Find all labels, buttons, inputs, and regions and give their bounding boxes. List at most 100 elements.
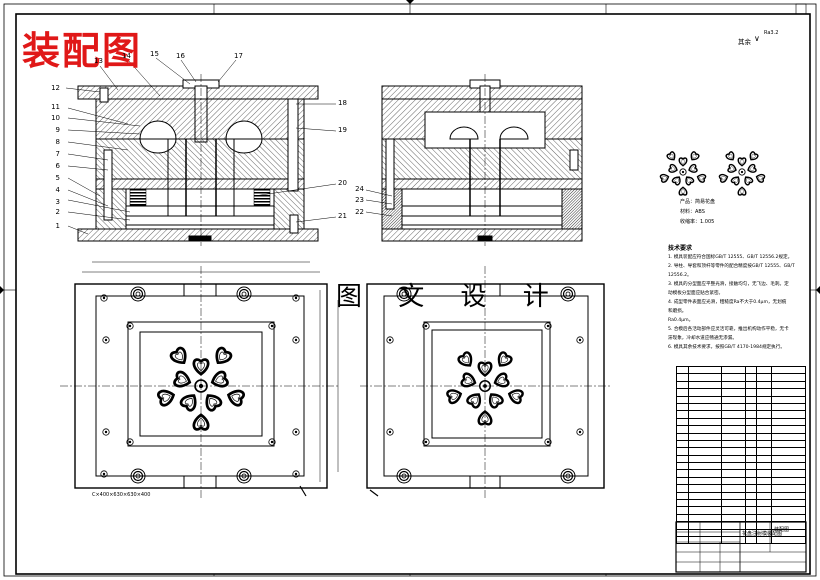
- bom-cell: [756, 439, 773, 449]
- balloon-9: 9: [55, 126, 60, 134]
- technical-requirements: 技术要求 1. 模具装配应符合国标GB/T 12555、GB/T 12556.2…: [668, 244, 804, 352]
- bom-row: [676, 462, 806, 471]
- balloon-24: 24: [355, 185, 364, 193]
- front-section-view: [77, 74, 319, 246]
- bom-cell: [676, 462, 689, 471]
- bom-cell: [721, 491, 746, 501]
- tech-req-line: 5. 合模后各活动部件应灵活可靠，推出机构动作平稳，无卡: [668, 327, 789, 332]
- bom-cell: [744, 454, 758, 464]
- bom-cell: [756, 417, 773, 427]
- bom-cell: [771, 395, 806, 404]
- bom-cell: [771, 469, 806, 478]
- bom-cell: [744, 447, 758, 456]
- bom-cell: [721, 521, 746, 530]
- bom-row: [676, 476, 806, 486]
- bom-cell: [756, 395, 773, 404]
- bom-row: [676, 513, 806, 523]
- bom-cell: [756, 476, 773, 486]
- top-right-tick: [795, 3, 807, 15]
- drawing-title: 装配图: [22, 28, 143, 73]
- bom-cell: [744, 402, 758, 412]
- balloon-14: 14: [122, 52, 131, 60]
- bom-cell: [676, 365, 689, 375]
- bom-cell: [676, 373, 689, 382]
- bom-cell: [687, 491, 723, 501]
- bom-cell: [771, 373, 806, 382]
- bom-cell: [721, 388, 746, 397]
- bom-cell: [771, 425, 806, 434]
- balloon-21: 21: [338, 212, 347, 220]
- bom-cell: [721, 402, 746, 412]
- bom-cell: [771, 484, 806, 493]
- bom-cell: [744, 462, 758, 471]
- bom-cell: [756, 506, 773, 515]
- bom-cell: [756, 447, 773, 456]
- bom-cell: [756, 432, 773, 441]
- bom-cell: [687, 388, 723, 397]
- title-block-code: 装配图: [774, 527, 790, 533]
- bom-cell: [676, 432, 689, 441]
- bom-cell: [721, 373, 746, 382]
- bom-cell: [676, 439, 689, 449]
- bom-cell: [687, 432, 723, 441]
- tech-req-line: 2. 导柱、导套和顶杆等零件的配合精度按GB/T 12555、GB/T: [668, 264, 795, 269]
- balloon-5: 5: [55, 174, 60, 182]
- bom-cell: [756, 365, 773, 375]
- bom-cell: [721, 535, 746, 545]
- bom-cell: [687, 365, 723, 375]
- tech-req-line: 6. 模具其余技术要求，按照GB/T 4170-1984规定执行。: [668, 345, 785, 350]
- bom-cell: [676, 402, 689, 412]
- tech-req-title: 技术要求: [668, 245, 693, 252]
- bom-cell: [744, 521, 758, 530]
- bom-cell: [676, 513, 689, 523]
- bom-cell: [756, 521, 773, 530]
- bom-cell: [676, 425, 689, 434]
- bom-cell: [721, 484, 746, 493]
- title-block-drawing-name: 花盘注射模装配图: [742, 531, 783, 537]
- bom-cell: [676, 528, 689, 538]
- balloon-15: 15: [150, 50, 159, 58]
- bom-row: [676, 425, 806, 434]
- part-info-shrinkage: 收缩率：1.005: [680, 219, 715, 225]
- balloon-6: 6: [55, 162, 60, 170]
- balloon-18: 18: [338, 99, 347, 107]
- bom-cell: [687, 513, 723, 523]
- tech-req-line: 1. 模具装配应符合国标GB/T 12555、GB/T 12556.2规定。: [668, 255, 793, 260]
- bom-cell: [771, 462, 806, 471]
- bom-cell: [687, 410, 723, 419]
- tech-req-line: 动模板分型面应贴合紧密。: [668, 291, 724, 296]
- bom-cell: [771, 439, 806, 449]
- bom-cell: [721, 439, 746, 449]
- side-view-leaders: [365, 189, 393, 217]
- bom-cell: [756, 535, 773, 545]
- bom-cell: [756, 373, 773, 382]
- bom-cell: [676, 388, 689, 397]
- bom-cell: [687, 521, 723, 530]
- bom-cell: [676, 410, 689, 419]
- bom-cell: [676, 484, 689, 493]
- bom-row: [676, 373, 806, 382]
- bom-cell: [676, 521, 689, 530]
- balloon-1: 1: [55, 222, 60, 230]
- bom-cell: [721, 365, 746, 375]
- bom-cell: [744, 513, 758, 523]
- bom-cell: [676, 454, 689, 464]
- roughness-label: 其余: [738, 38, 751, 46]
- bom-cell: [744, 417, 758, 427]
- bom-cell: [721, 513, 746, 523]
- bom-cell: [687, 425, 723, 434]
- bom-cell: [756, 454, 773, 464]
- bom-row: [676, 380, 806, 390]
- balloon-19: 19: [338, 126, 347, 134]
- bom-row: [676, 395, 806, 404]
- bom-cell: [771, 513, 806, 523]
- bom-cell: [687, 402, 723, 412]
- bom-cell: [721, 454, 746, 464]
- bom-row: [676, 439, 806, 449]
- bom-cell: [744, 499, 758, 508]
- bom-cell: [721, 425, 746, 434]
- bom-cell: [771, 491, 806, 501]
- bom-cell: [687, 506, 723, 515]
- bom-cell: [687, 447, 723, 456]
